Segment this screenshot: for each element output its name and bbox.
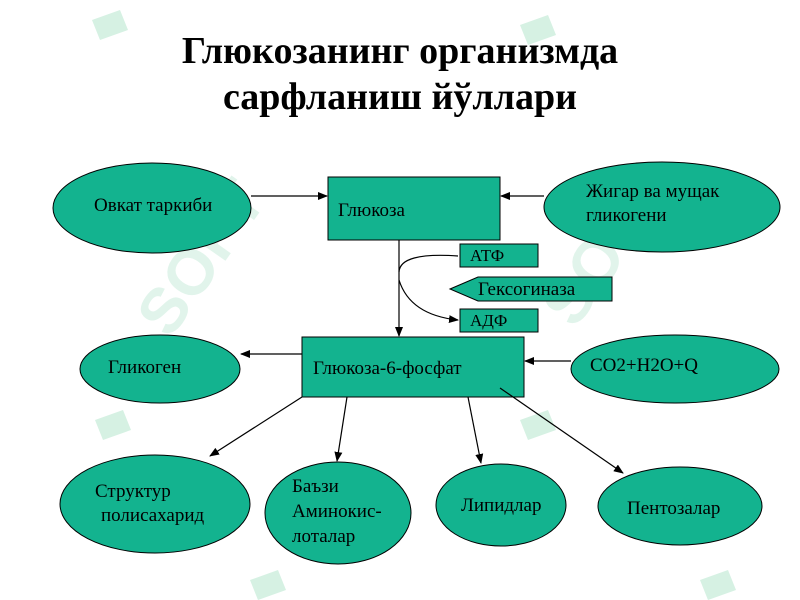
g6p-node (301, 336, 525, 398)
glucose-label: Глюкоза (338, 200, 405, 221)
arrow-g6p-to-lipidlar (467, 396, 484, 464)
slide-title: Глюкозанинг организмда сарфланиш йўллари (0, 28, 800, 120)
arrow-g6p-to-struktur (209, 396, 303, 457)
curve-adf (398, 279, 459, 324)
watermark-mark (520, 410, 556, 440)
curve-atf (398, 254, 459, 273)
co2-label: CO2+H2O+Q (590, 355, 698, 376)
co2-node (570, 334, 780, 404)
glucose-node (327, 176, 501, 241)
jigar-label-line1: Жигар ва мущак (586, 181, 720, 202)
jigar-label-line2: гликогени (586, 205, 667, 226)
arrow-g6p-to-bazi (334, 396, 348, 462)
pentozalar-node (597, 466, 763, 546)
geksokinaza-label: Гексогиназа (478, 279, 576, 300)
title-line-2: сарфланиш йўллари (222, 76, 578, 118)
geksokinaza-arrow (448, 276, 613, 302)
lipidlar-node (435, 463, 567, 547)
watermark-mark (92, 10, 128, 40)
struktur-label-line2: полисахарид (101, 505, 205, 526)
g6p-label: Глюкоза-6-фосфат (313, 358, 462, 379)
glycogen-label: Гликоген (108, 357, 182, 378)
adf-label: АДФ (470, 311, 508, 330)
atf-label: АТФ (470, 246, 505, 265)
bazi-label-line2: Аминокис- (292, 501, 382, 522)
struktur-node (59, 454, 251, 554)
title-line-1: Глюкозанинг организмда (181, 30, 619, 72)
ovqat-node (52, 162, 252, 254)
watermark-mark (520, 15, 556, 45)
adf-label-box (459, 308, 539, 333)
struktur-label-line1: Структур (95, 481, 171, 502)
lipidlar-label: Липидлар (461, 495, 542, 516)
bazi-label-line3: лоталар (292, 526, 356, 547)
watermark-mark (250, 570, 286, 600)
jigar-node (543, 161, 781, 253)
ovqat-label: Овкат таркиби (94, 195, 213, 216)
arrow-g6p-to-pentozalar (499, 387, 624, 474)
glycogen-node (79, 334, 241, 404)
bazi-node (264, 461, 412, 565)
pentozalar-label: Пентозалар (627, 498, 721, 519)
watermark-mark (95, 410, 131, 440)
atf-label-box (459, 243, 539, 268)
watermark-mark (700, 570, 736, 600)
bazi-label-line1: Баъзи (292, 476, 339, 497)
